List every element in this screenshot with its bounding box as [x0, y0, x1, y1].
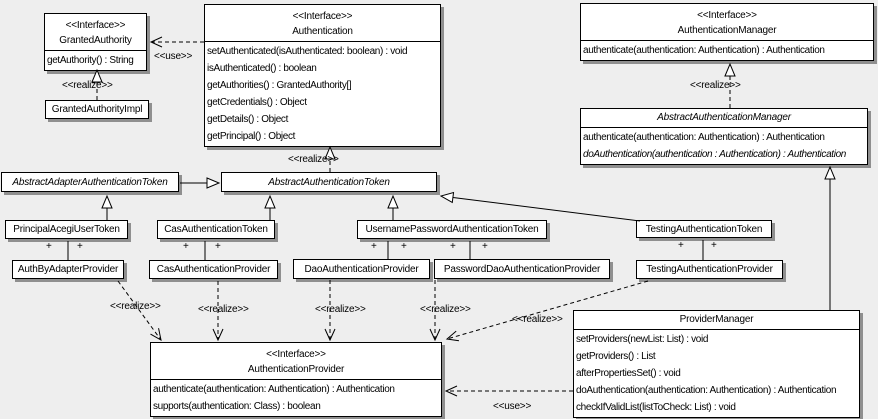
method: checkIfValidList(listToCheck: List) : vo… — [576, 402, 736, 413]
method: setAuthenticated(isAuthenticated: boolea… — [207, 46, 408, 57]
class-name: PrincipalAcegiUserToken — [13, 224, 120, 235]
method: getProviders() : List — [576, 351, 656, 362]
class-abstract-authentication-token: AbstractAuthenticationToken — [221, 172, 437, 192]
class-auth-by-adapter-provider: AuthByAdapterProvider — [12, 260, 124, 279]
method: getPrincipal() : Object — [207, 131, 296, 142]
class-principal-acegi-user-token: PrincipalAcegiUserToken — [5, 220, 128, 239]
class-name: AuthenticationProvider — [247, 364, 345, 375]
class-authentication-provider: <<Interface>> AuthenticationProvider aut… — [150, 342, 442, 417]
class-testing-authentication-token: TestingAuthenticationToken — [636, 220, 772, 238]
method: getAuthorities() : GrantedAuthority[] — [207, 80, 352, 91]
multiplicity-label: + — [678, 240, 684, 251]
realize-label: <<realize>> — [512, 314, 563, 325]
class-name: PasswordDaoAuthenticationProvider — [443, 263, 601, 275]
realize-label: <<realize>> — [420, 304, 471, 315]
method: getDetails() : Object — [207, 114, 289, 125]
class-authentication: <<Interface>> Authentication setAuthenti… — [204, 4, 441, 147]
multiplicity-label: + — [77, 241, 83, 252]
stereotype: <<Interface>> — [65, 20, 126, 31]
methods-compartment: getAuthority() : String — [45, 50, 146, 70]
class-name: CasAuthenticationProvider — [156, 264, 271, 275]
class-name: ProviderManager — [679, 314, 754, 325]
method: getCredentials() : Object — [207, 97, 307, 108]
class-abstract-authentication-manager: AbstractAuthenticationManager authentica… — [580, 108, 868, 165]
multiplicity-label: + — [711, 240, 717, 251]
class-name: AbstractAuthenticationManager — [657, 112, 791, 123]
class-name: Authentication — [292, 26, 353, 37]
class-header: <<Interface>> GrantedAuthority — [45, 14, 146, 50]
method: isAuthenticated() : boolean — [207, 63, 317, 74]
use-label: <<use>> — [493, 401, 532, 412]
stereotype: <<Interface>> — [697, 10, 757, 21]
class-cas-authentication-provider: CasAuthenticationProvider — [149, 260, 278, 279]
multiplicity-label: + — [215, 241, 221, 252]
method: doAuthentication(authentication : Authen… — [583, 149, 847, 160]
class-abstract-adapter-authentication-token: AbstractAdapterAuthenticationToken — [1, 172, 179, 192]
method: getAuthority() : String — [47, 55, 134, 66]
multiplicity-label: + — [401, 241, 407, 252]
class-name: GrantedAuthorityImpl — [51, 104, 143, 115]
multiplicity-label: + — [371, 241, 377, 252]
class-name: TestingAuthenticationToken — [645, 223, 763, 235]
class-header: <<Interface>> AuthenticationProvider — [151, 343, 441, 379]
multiplicity-label: + — [482, 241, 488, 252]
stereotype: <<Interface>> — [292, 11, 353, 22]
method: authenticate(authentication: Authenticat… — [153, 384, 395, 395]
class-dao-authentication-provider: DaoAuthenticationProvider — [293, 259, 430, 279]
class-testing-authentication-provider: TestingAuthenticationProvider — [636, 260, 783, 279]
realize-label: <<realize>> — [110, 301, 161, 312]
class-name: AuthByAdapterProvider — [17, 264, 119, 275]
method: setProviders(newList: List) : void — [576, 334, 709, 345]
edge-gen-testingtoken-abstracttoken — [439, 191, 641, 222]
method: afterPropertiesSet() : void — [576, 368, 681, 379]
class-granted-authority-impl: GrantedAuthorityImpl — [45, 100, 149, 119]
class-name: DaoAuthenticationProvider — [304, 263, 419, 275]
multiplicity-label: + — [183, 241, 189, 252]
use-label: <<use>> — [154, 51, 193, 62]
methods-compartment: authenticate(authentication: Authenticat… — [151, 379, 441, 416]
methods-compartment: setProviders(newList: List) : void getPr… — [574, 329, 859, 417]
class-authentication-manager: <<Interface>> AuthenticationManager auth… — [580, 3, 874, 61]
multiplicity-label: + — [46, 241, 52, 252]
multiplicity-label: + — [450, 241, 456, 252]
class-name: GrantedAuthority — [59, 35, 132, 46]
class-name: TestingAuthenticationProvider — [646, 264, 773, 275]
class-cas-authentication-token: CasAuthenticationToken — [157, 220, 275, 239]
class-header: <<Interface>> Authentication — [205, 5, 440, 41]
class-granted-authority: <<Interface>> GrantedAuthority getAuthor… — [44, 13, 147, 71]
class-name: AbstractAuthenticationToken — [268, 176, 390, 188]
class-header: <<Interface>> AuthenticationManager — [581, 4, 873, 40]
method: authenticate(authentication: Authenticat… — [583, 132, 825, 143]
realize-label: <<realize>> — [62, 80, 113, 91]
realize-label: <<realize>> — [690, 80, 741, 91]
methods-compartment: authenticate(authentication: Authenticat… — [581, 127, 867, 164]
stereotype: <<Interface>> — [266, 349, 326, 360]
method: doAuthentication(authentication: Authent… — [576, 385, 837, 396]
method: authenticate(authentication: Authenticat… — [583, 45, 825, 56]
class-username-password-authentication-token: UsernamePasswordAuthenticationToken — [357, 220, 547, 239]
methods-compartment: authenticate(authentication: Authenticat… — [581, 40, 873, 60]
realize-label: <<realize>> — [198, 304, 249, 315]
class-name: UsernamePasswordAuthenticationToken — [365, 224, 539, 235]
class-provider-manager: ProviderManager setProviders(newList: Li… — [573, 310, 860, 418]
realize-label: <<realize>> — [288, 154, 339, 165]
class-name: CasAuthenticationToken — [164, 224, 268, 235]
method: supports(authentication: Class) : boolea… — [153, 401, 321, 412]
methods-compartment: setAuthenticated(isAuthenticated: boolea… — [205, 41, 440, 146]
realize-label: <<realize>> — [315, 304, 366, 315]
class-password-dao-authentication-provider: PasswordDaoAuthenticationProvider — [434, 259, 610, 279]
class-name: AuthenticationManager — [677, 25, 777, 36]
class-name: AbstractAdapterAuthenticationToken — [12, 176, 168, 188]
